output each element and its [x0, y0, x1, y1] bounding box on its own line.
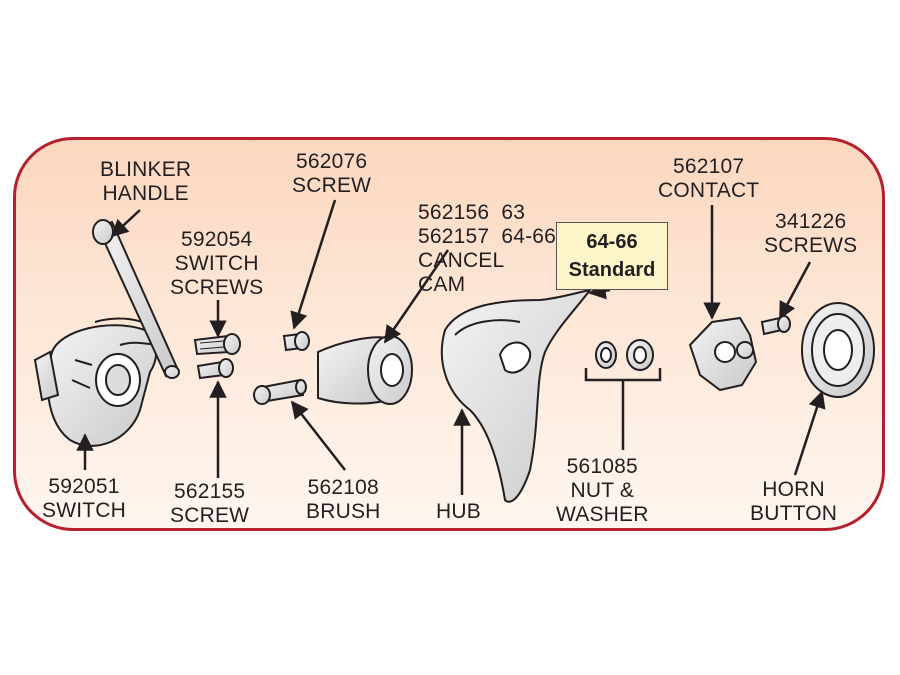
- brush-part: [253, 378, 307, 405]
- leader-screws-341226: [778, 261, 812, 320]
- contact-part: [688, 316, 758, 392]
- standard-label-box: 64-66 Standard: [556, 222, 668, 290]
- leader-standard: [588, 282, 611, 300]
- standard-text: Standard: [568, 259, 656, 281]
- leader-brush: [290, 400, 346, 471]
- cancel-cam-part: [317, 335, 413, 405]
- blinker-handle-part: [92, 219, 180, 379]
- nut-washer-part: [595, 339, 654, 371]
- hub-part: [440, 288, 593, 503]
- leader-cancel-cam: [383, 249, 450, 344]
- horn-button-part: [801, 302, 875, 398]
- leader-screw-562076: [290, 199, 337, 330]
- switch-screws-part: [193, 333, 241, 356]
- switch-part: [33, 317, 162, 447]
- leader-blinker-handle: [110, 209, 141, 238]
- screws-341226-part: [760, 315, 791, 336]
- label-hub: HUB: [436, 500, 481, 523]
- screw-562155-part: [196, 358, 234, 380]
- leader-horn-button: [793, 390, 826, 476]
- screw-562076-part: [282, 331, 310, 352]
- standard-years: 64-66: [586, 231, 638, 253]
- nut-washer-bracket: [584, 368, 662, 450]
